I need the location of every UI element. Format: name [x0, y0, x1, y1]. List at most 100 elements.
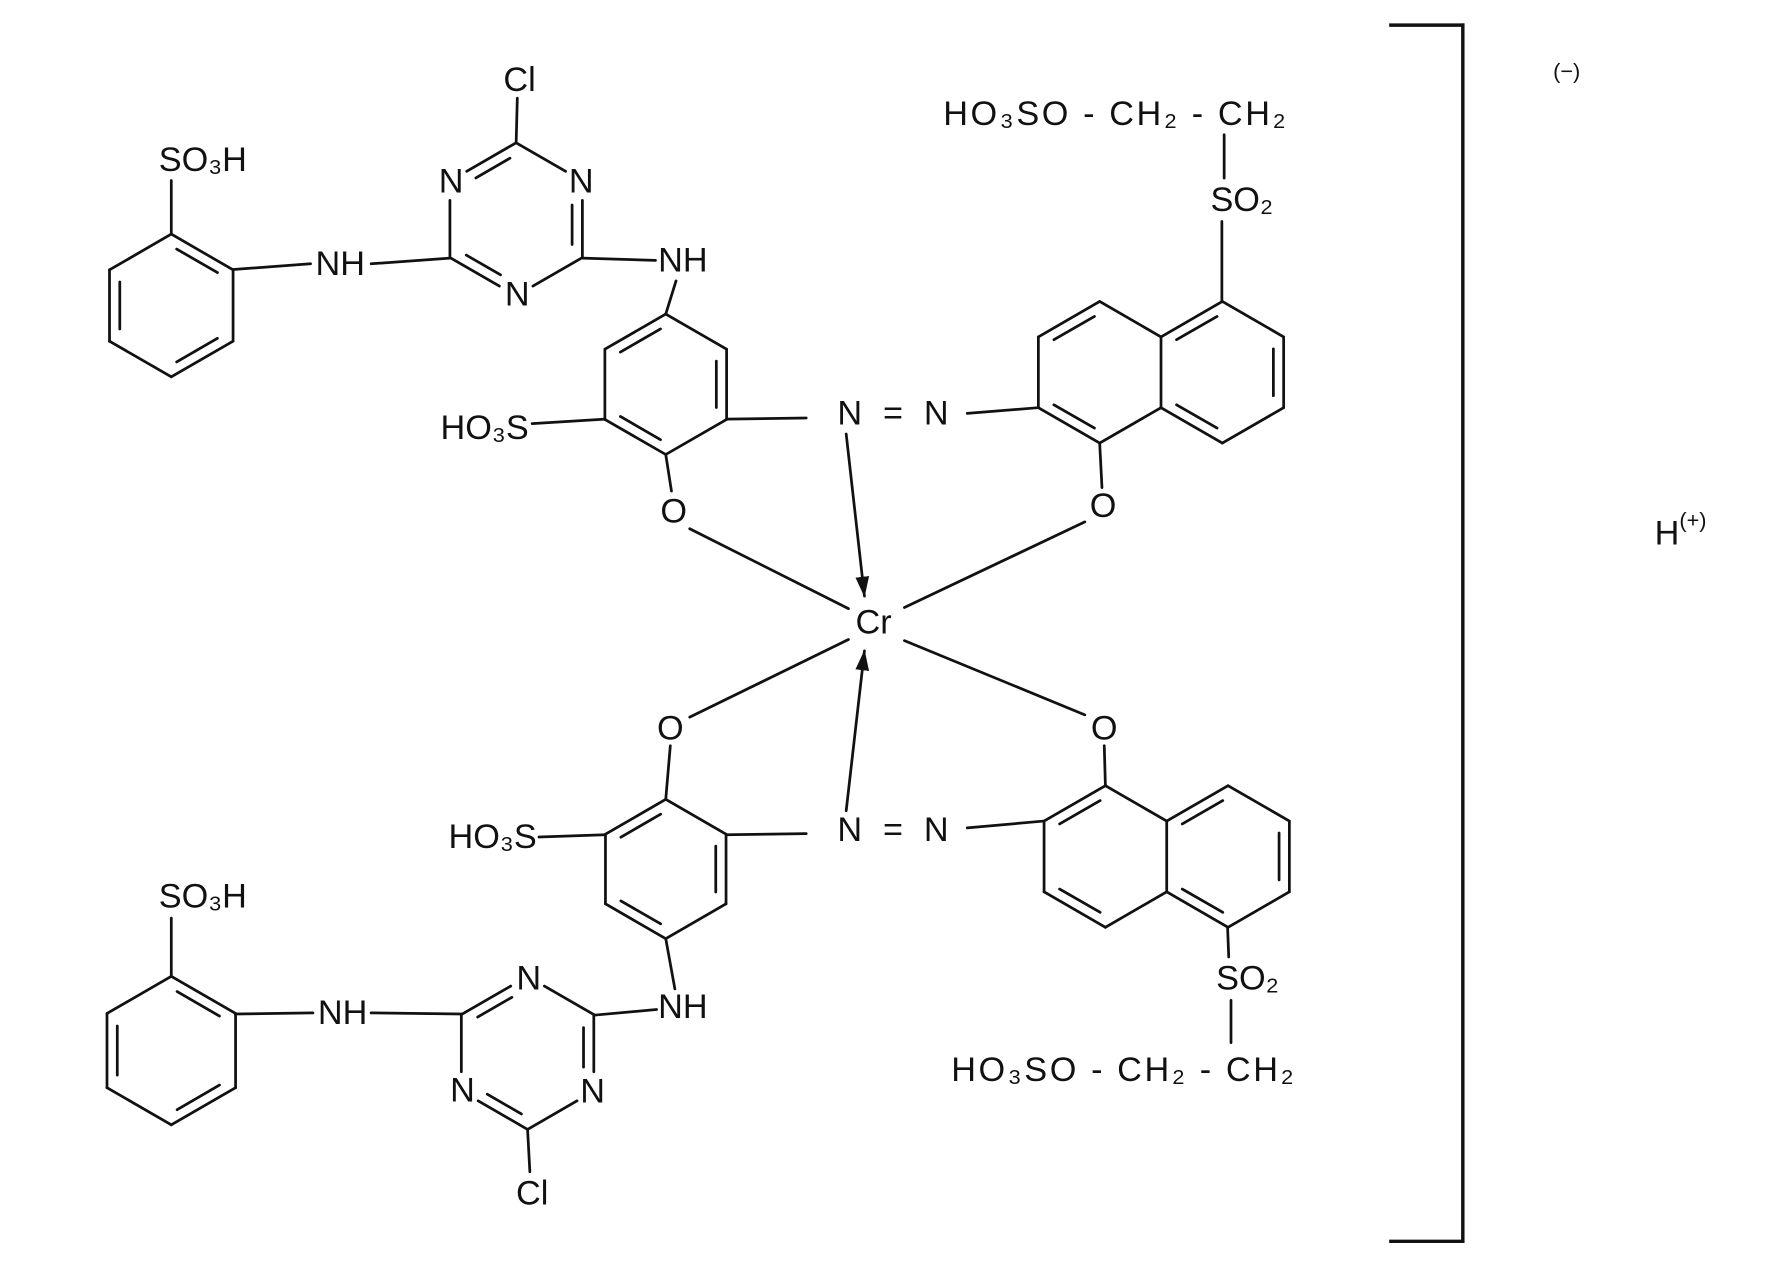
- lower-triazine-ring-double-bond-5: [478, 997, 512, 1017]
- upper-naphthoxide-o-label: O: [1090, 487, 1117, 525]
- lower-nh-triazine-bond: [371, 1013, 461, 1014]
- upper-naphthalene-left-ring-bond-0: [1100, 301, 1161, 336]
- upper-phenyl-nh-bond: [233, 264, 311, 270]
- lower-benzene-ring-double-bond-3: [621, 901, 661, 924]
- upper-naphthalene-o-bond: [1100, 443, 1102, 488]
- lower-triazine-n-top-label: N: [516, 960, 541, 998]
- lower-phenyl-sulfo-label: SO₃H: [159, 877, 247, 915]
- lower-triazine-n-left-label: N: [450, 1072, 475, 1110]
- lower-sulfonyl-label: SO₂: [1216, 960, 1279, 998]
- upper-naphthalene-right-ring-bond-2: [1222, 408, 1283, 443]
- lower-sulfatoethyl-label: HO₃SO - CH₂ - CH₂: [951, 1051, 1294, 1089]
- lower-naphthalene-so2-bond: [1228, 927, 1229, 957]
- lower-phenyl-ring-bond-5: [107, 976, 171, 1013]
- upper-triazine-ring-double-bond-5: [476, 158, 510, 178]
- upper-triazine-n-bottom-label: N: [505, 276, 530, 314]
- lower-naphthoxide-o-label: O: [1091, 710, 1118, 748]
- lower-triazine-cl-bond: [528, 1129, 530, 1171]
- upper-right-o-cr-bond: [904, 522, 1084, 608]
- upper-azo-naphthalene-bond: [967, 408, 1038, 414]
- upper-phenyl-sulfo-label: SO₃H: [159, 141, 247, 179]
- upper-naphthalene-left-ring-double-bond-3: [1054, 405, 1095, 428]
- counter-ion-label: H(+): [1655, 507, 1707, 552]
- upper-triazine-n-right-label: N: [569, 163, 594, 201]
- upper-phenyl-ring-double-bond-2: [177, 338, 218, 362]
- lower-triazine-ring-double-bond-3: [487, 1094, 521, 1114]
- upper-sulfo-ring-bond: [532, 419, 605, 424]
- upper-sulfatoethyl-label: HO₃SO - CH₂ - CH₂: [943, 95, 1286, 133]
- upper-amino-nh-label: NH: [658, 241, 707, 279]
- lower-benzene-ring-double-bond-5: [621, 814, 661, 837]
- lower-benzene-ring-bond-0: [666, 799, 726, 834]
- lower-triazine-ring-bond-5: [461, 986, 510, 1015]
- upper-triazine-ring-bond-2: [533, 258, 582, 287]
- lower-triazine-cl-label: Cl: [516, 1174, 548, 1212]
- lower-triazine-ring-bond-3: [478, 1101, 527, 1130]
- upper-azo-label: N = N: [837, 394, 948, 432]
- upper-triazine-nh-bond: [582, 258, 655, 260]
- upper-azo-cr-dative-arrow: [846, 434, 864, 596]
- metal-label-cr: Cr: [856, 603, 892, 641]
- lower-naphthalene-right-ring-bond-2: [1228, 892, 1289, 927]
- complex-bracket: [1391, 25, 1463, 1241]
- upper-benzene-ring-double-bond-3: [620, 416, 660, 439]
- lower-phenyl-ring-double-bond-2: [177, 1085, 219, 1110]
- upper-nh-triazine-bond: [371, 258, 450, 264]
- lower-amino-nh-label: NH: [658, 988, 707, 1026]
- upper-triazine-ring-double-bond-3: [466, 255, 500, 275]
- lower-naphthalene-left-ring-double-bond-3: [1060, 889, 1101, 912]
- complex-charge-label: (−): [1553, 58, 1580, 83]
- upper-triazine-cl-label: Cl: [503, 61, 535, 99]
- atom-labels: Cr SO₃H NH Cl N N N NH HO₃S O N = N O SO…: [159, 58, 1707, 1212]
- lower-benzene-ring-bond-2: [666, 904, 726, 939]
- lower-phenyl-ring-bond-3: [107, 1088, 171, 1125]
- lower-naphthalene-right-ring-double-bond-3: [1182, 889, 1223, 912]
- lower-ring-sulfo-label: HO₃S: [449, 818, 537, 856]
- upper-triazine-n-left-label: N: [439, 163, 464, 201]
- upper-left-o-cr-bond: [690, 529, 849, 609]
- upper-phenyl-ring-double-bond-0: [177, 249, 218, 273]
- upper-sulfonyl-label: SO₂: [1210, 181, 1273, 219]
- lower-left-o-cr-bond: [690, 639, 849, 717]
- lower-naphthalene-left-ring-bond-2: [1105, 892, 1166, 927]
- lower-triazine-nh-bond: [594, 1009, 657, 1015]
- upper-triazine-cl-bond: [516, 98, 517, 143]
- upper-triazine-ring-bond-3: [450, 258, 499, 287]
- upper-nh-ring-bond: [666, 281, 676, 314]
- lower-phenyl-nh-bond: [235, 1013, 313, 1014]
- lower-azo-naphthalene-bond: [967, 821, 1044, 828]
- lower-anilino-nh-label: NH: [318, 994, 367, 1032]
- upper-phenyl-ring-bond-3: [110, 341, 172, 377]
- upper-ring-o-bond: [666, 455, 672, 492]
- lower-naphthalene-left-ring-bond-0: [1105, 786, 1166, 821]
- lower-naphthalene-right-ring-double-bond-5: [1182, 801, 1223, 824]
- upper-ring-sulfo-label: HO₃S: [441, 409, 529, 447]
- counter-ion-charge: (+): [1679, 507, 1706, 532]
- lower-triazine-ring-bond-0: [544, 986, 593, 1015]
- upper-naphthalene-left-ring-double-bond-5: [1054, 316, 1095, 339]
- upper-benzene-ring-double-bond-5: [620, 329, 660, 352]
- lower-naphthalene-left-ring-double-bond-5: [1060, 801, 1101, 824]
- upper-benzene-ring-bond-2: [666, 419, 727, 454]
- upper-naphthalene-right-ring-double-bond-5: [1177, 316, 1218, 339]
- lower-azo-cr-dative-arrow: [846, 651, 864, 811]
- upper-naphthalene-right-ring-double-bond-3: [1177, 405, 1218, 428]
- upper-ring-azo-bond: [726, 418, 806, 419]
- upper-naphthalene-right-ring-bond-0: [1222, 301, 1283, 336]
- upper-naphthalene-left-ring-bond-2: [1100, 408, 1161, 443]
- lower-o-naphthalene-bond: [1104, 746, 1105, 786]
- upper-benzene-ring-bond-0: [666, 314, 727, 349]
- upper-phenyl-ring-bond-5: [110, 234, 172, 270]
- upper-triazine-ring-bond-0: [516, 143, 565, 172]
- lower-right-o-cr-bond: [904, 641, 1084, 715]
- upper-triazine-ring-bond-5: [467, 143, 516, 172]
- upper-anilino-nh-label: NH: [316, 245, 365, 283]
- upper-phenoxide-o-label: O: [660, 493, 687, 531]
- lower-phenoxide-o-label: O: [657, 710, 684, 748]
- lower-ring-nh-bond: [666, 939, 675, 989]
- lower-triazine-n-right-label: N: [580, 1073, 605, 1111]
- lower-naphthalene-right-ring-bond-0: [1228, 786, 1289, 821]
- lower-azo-label: N = N: [837, 811, 948, 849]
- lower-triazine-ring-bond-2: [528, 1101, 577, 1130]
